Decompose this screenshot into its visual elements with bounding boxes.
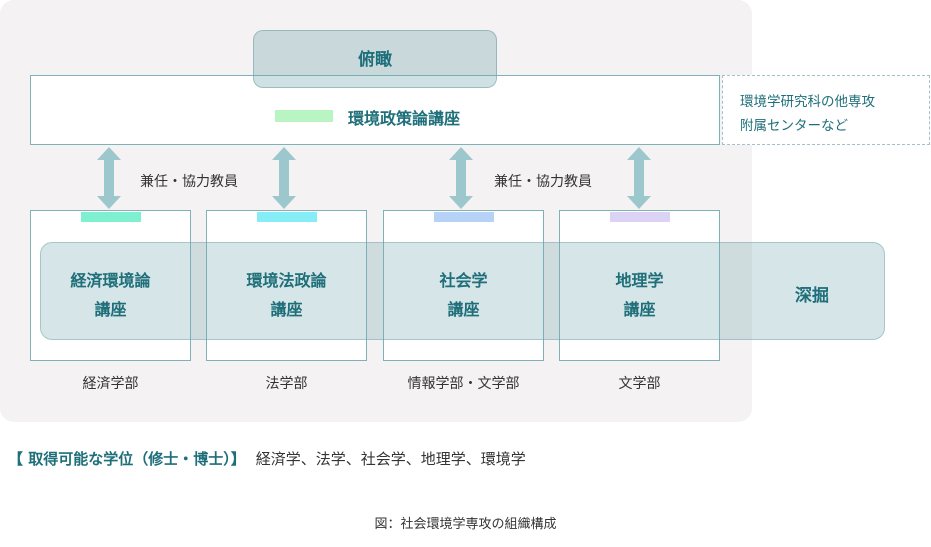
- deep-dive-label: 深掘: [795, 286, 829, 306]
- department-box: [30, 210, 191, 361]
- concurrent-faculty-label: 兼任・協力教員: [140, 174, 238, 190]
- degrees-line: 【 取得可能な学位（修士・博士）】経済学、法学、社会学、地理学、環境学: [8, 448, 526, 469]
- double-arrow-icon: [449, 147, 473, 209]
- concurrent-faculty-label: 兼任・協力教員: [494, 174, 592, 190]
- double-arrow-icon: [97, 147, 121, 209]
- department-name: 地理学 講座: [615, 271, 664, 319]
- degrees-list: 経済学、法学、社会学、地理学、環境学: [255, 450, 526, 468]
- side-note-box: 環境学研究科の他専攻 附属センターなど: [722, 75, 930, 145]
- department-box: [206, 210, 367, 361]
- double-arrow-icon: [272, 147, 296, 209]
- department-name: 社会学 講座: [439, 271, 488, 319]
- figure-caption: 図：社会環境学専攻の組織構成: [374, 517, 557, 532]
- department-name: 環境法政論 講座: [246, 271, 327, 319]
- faculty-label: 経済学部: [82, 376, 139, 392]
- department-box: [383, 210, 544, 361]
- main-program-label: 環境政策論講座: [348, 109, 461, 128]
- overview-label: 俯瞰: [358, 50, 392, 70]
- department-color-swatch: [257, 212, 317, 222]
- faculty-label: 情報学部・文学部: [407, 376, 520, 392]
- main-program-color-swatch: [275, 110, 333, 122]
- overview-box: 俯瞰: [253, 30, 497, 88]
- department-color-swatch: [434, 212, 494, 222]
- faculty-label: 文学部: [618, 376, 661, 392]
- faculty-label: 法学部: [265, 376, 308, 392]
- main-program-box: [30, 75, 720, 145]
- degrees-label: 【 取得可能な学位（修士・博士）】: [8, 450, 246, 468]
- deep-dive-band: [40, 242, 885, 340]
- department-name: 経済環境論 講座: [70, 271, 151, 319]
- double-arrow-icon: [627, 147, 651, 209]
- department-color-swatch: [81, 212, 141, 222]
- department-color-swatch: [610, 212, 670, 222]
- department-box: [559, 210, 720, 361]
